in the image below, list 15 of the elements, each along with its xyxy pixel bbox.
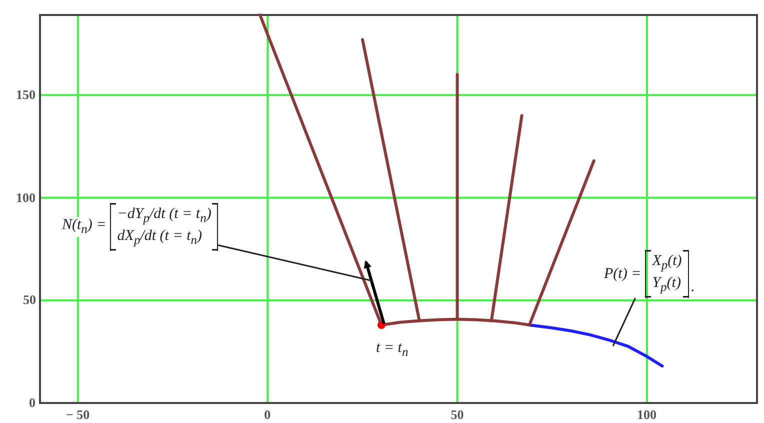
axis-tick-label: − 50: [66, 407, 90, 423]
axis-tick-label: 50: [450, 407, 464, 423]
axis-tick-label: 0: [29, 395, 36, 411]
matrix-entry: Y$_{p}$(t): [652, 274, 682, 296]
axis-tick-label: 0: [264, 407, 271, 423]
formula-text: N(t$_{n}$) =: [62, 217, 106, 237]
axis-tick-label: 100: [636, 407, 656, 423]
formula-text: P(t) =: [604, 266, 642, 282]
axis-tick-label: 150: [16, 87, 36, 104]
formula-text: t = t$_{n}$: [376, 340, 408, 360]
axis-tick-label: 100: [16, 190, 36, 206]
matrix-entry: X$_{p}$(t): [652, 252, 682, 274]
matrix-entry: −dY$_{p}$/dt (t = t$_{n}$): [117, 205, 212, 227]
axis-tick-label: 50: [23, 292, 36, 308]
formula-text: .: [691, 279, 695, 296]
